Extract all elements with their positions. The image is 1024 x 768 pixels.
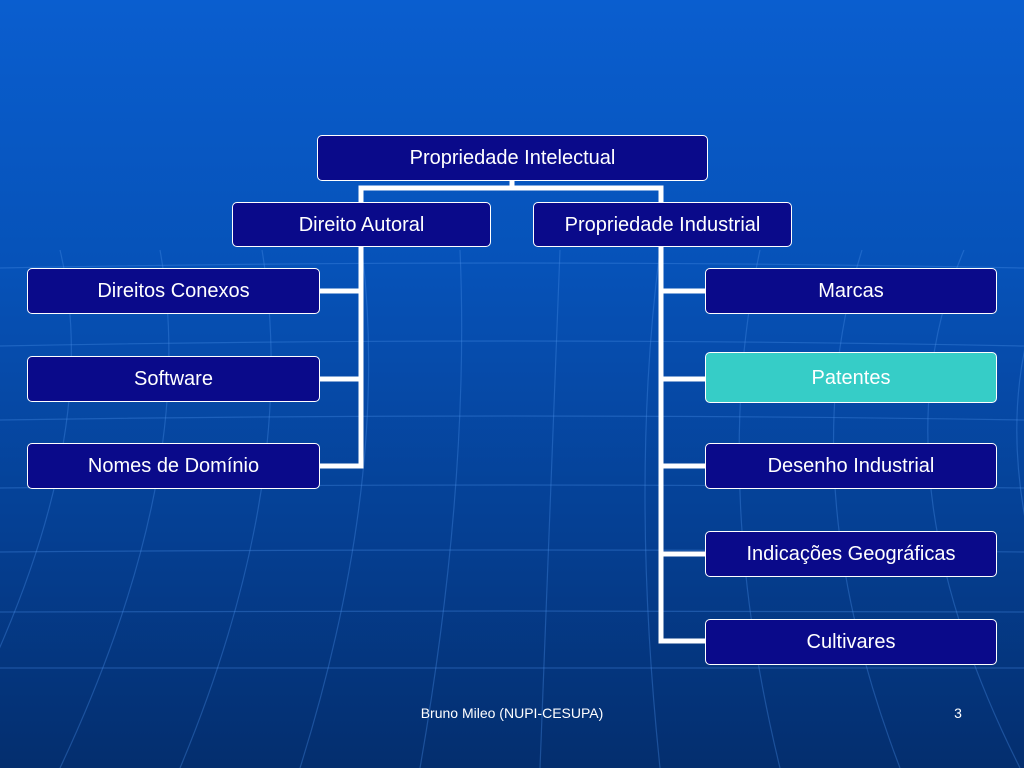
node-propriedade-industrial[interactable]: Propriedade Industrial	[533, 202, 792, 247]
slide-number: 3	[954, 705, 962, 721]
node-direito-autoral[interactable]: Direito Autoral	[232, 202, 491, 247]
node-desenho-industrial[interactable]: Desenho Industrial	[705, 443, 997, 489]
node-direitos-conexos[interactable]: Direitos Conexos	[27, 268, 320, 314]
node-label: Cultivares	[806, 631, 896, 653]
node-patentes[interactable]: Patentes	[705, 352, 997, 403]
node-cultivares[interactable]: Cultivares	[705, 619, 997, 665]
node-label: Patentes	[811, 366, 891, 389]
node-label: Nomes de Domínio	[87, 455, 260, 477]
node-marcas[interactable]: Marcas	[705, 268, 997, 314]
node-label: Propriedade Intelectual	[409, 147, 616, 169]
node-label: Direito Autoral	[298, 213, 425, 236]
node-software[interactable]: Software	[27, 356, 320, 402]
node-label: Propriedade Industrial	[564, 213, 761, 236]
node-propriedade-intelectual[interactable]: Propriedade Intelectual	[317, 135, 708, 181]
node-label: Marcas	[818, 280, 884, 302]
node-label: Desenho Industrial	[767, 455, 935, 477]
node-label: Indicações Geográficas	[746, 543, 956, 565]
node-label: Direitos Conexos	[97, 280, 250, 302]
node-nomes-de-dominio[interactable]: Nomes de Domínio	[27, 443, 320, 489]
node-label: Software	[134, 368, 213, 390]
node-indicacoes-geograficas[interactable]: Indicações Geográficas	[705, 531, 997, 577]
footer-author: Bruno Mileo (NUPI-CESUPA)	[420, 705, 604, 721]
